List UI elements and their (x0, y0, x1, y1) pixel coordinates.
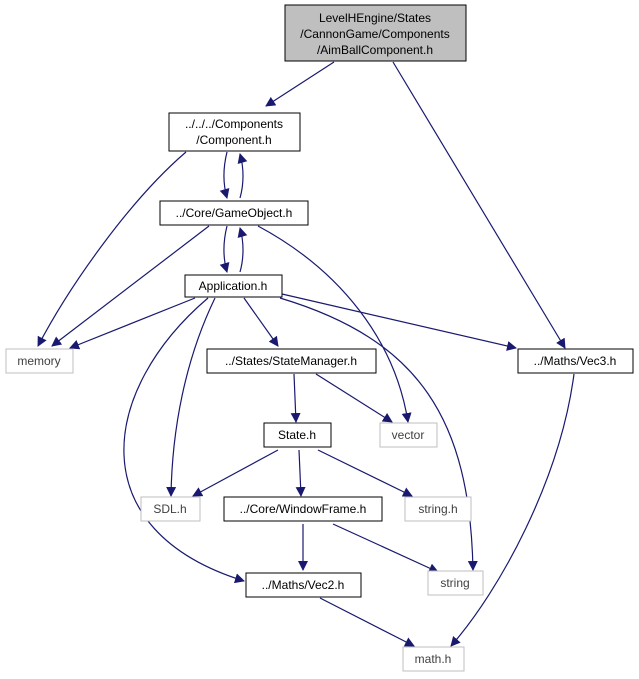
edge-application-vec2 (123, 297, 245, 584)
node-mathh[interactable]: math.h (402, 646, 465, 672)
edge-windowframe-string (332, 523, 439, 573)
node-memory[interactable]: memory (5, 348, 74, 374)
node-vector-label: vector (392, 428, 425, 442)
node-aimball-component[interactable]: LevelHEngine/States /CannonGame/Componen… (284, 4, 467, 62)
node-memory-label: memory (17, 354, 60, 368)
edge-vec3-mathh (450, 373, 575, 647)
node-string-label: string (440, 576, 469, 590)
node-vec2[interactable]: ../Maths/Vec2.h (245, 572, 362, 598)
edge-component-gameobject (219, 151, 230, 199)
node-windowframe[interactable]: ../Core/WindowFrame.h (223, 496, 383, 522)
edge-statemanager-vector (315, 373, 393, 423)
node-vec3[interactable]: ../Maths/Vec3.h (517, 348, 634, 374)
node-statemanager-label: ../States/StateManager.h (225, 354, 357, 368)
node-state-label: State.h (278, 428, 316, 442)
node-aimball-label-2: /CannonGame/Components (300, 27, 449, 41)
edge-aimball-vec3 (392, 61, 566, 349)
edge-gameobject-application (219, 225, 230, 273)
edge-gameobject-memory (51, 225, 210, 347)
edge-component-memory (37, 151, 187, 347)
node-state[interactable]: State.h (263, 422, 332, 448)
node-gameobject-label: ../Core/GameObject.h (176, 206, 293, 220)
node-vec2-label: ../Maths/Vec2.h (262, 578, 345, 592)
node-application[interactable]: Application.h (184, 274, 283, 298)
node-vec3-label: ../Maths/Vec3.h (534, 354, 617, 368)
edge-application-sdl (166, 297, 216, 497)
edge-gameobject-component (237, 153, 248, 199)
node-mathh-label: math.h (415, 652, 452, 666)
node-windowframe-label: ../Core/WindowFrame.h (240, 502, 367, 516)
edge-state-stringh (317, 449, 413, 497)
edge-statemanager-state (290, 373, 301, 423)
node-sdl[interactable]: SDL.h (140, 496, 201, 522)
edge-aimball-component (265, 61, 335, 107)
edge-application-gameobject (237, 227, 248, 273)
edge-application-statemanager (243, 297, 279, 347)
node-component-label-1: ../../../Components (185, 117, 283, 131)
node-string[interactable]: string (427, 570, 484, 596)
node-application-label: Application.h (199, 279, 268, 293)
node-component[interactable]: ../../../Components /Component.h (168, 112, 301, 152)
edge-application-memory (69, 297, 196, 350)
node-stringh-label: string.h (418, 502, 457, 516)
node-component-label-2: /Component.h (196, 133, 271, 147)
node-statemanager[interactable]: ../States/StateManager.h (206, 348, 377, 374)
node-stringh[interactable]: string.h (404, 496, 472, 522)
edge-vec2-mathh (319, 597, 415, 647)
node-aimball-label-1: LevelHEngine/States (319, 11, 431, 25)
node-vector[interactable]: vector (379, 422, 438, 448)
edge-gameobject-vector (257, 225, 412, 423)
edge-state-windowframe (295, 449, 306, 497)
edge-state-sdl (192, 449, 279, 497)
node-aimball-label-3: /AimBallComponent.h (317, 43, 433, 57)
node-sdl-label: SDL.h (153, 502, 186, 516)
edge-application-vec3 (281, 293, 517, 351)
node-gameobject[interactable]: ../Core/GameObject.h (159, 200, 309, 226)
